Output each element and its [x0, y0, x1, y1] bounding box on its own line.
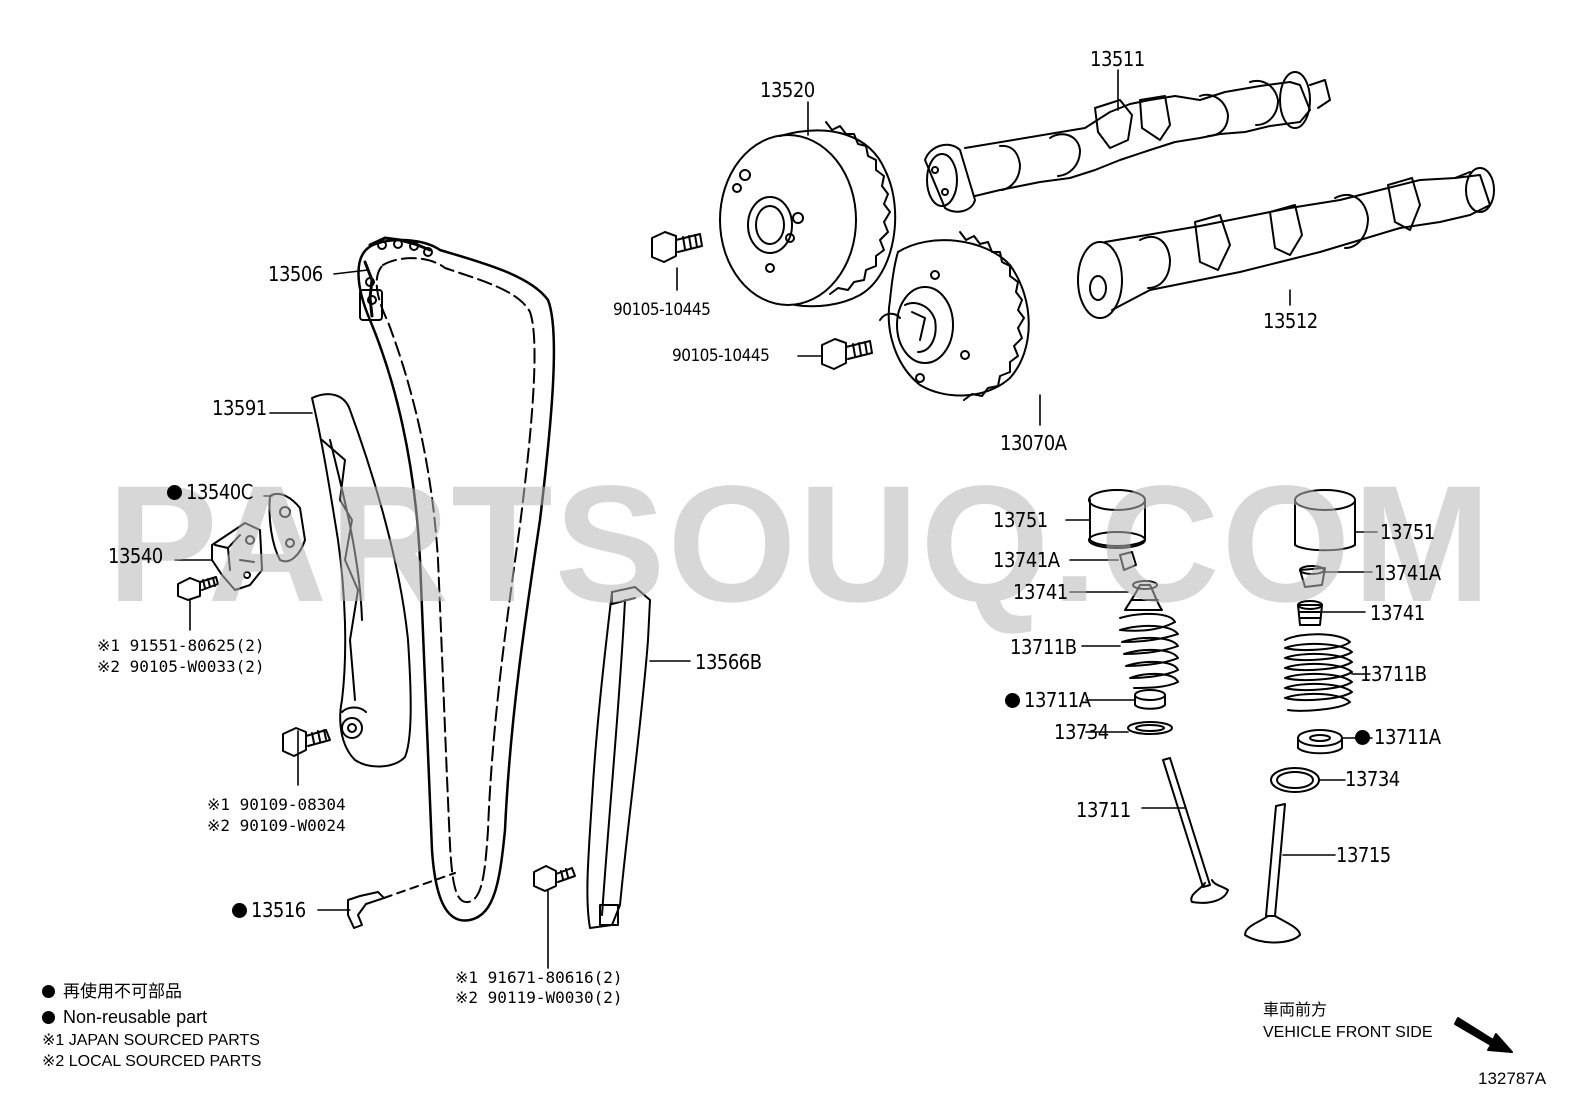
legend-japan-sourced: ※1 JAPAN SOURCED PARTS: [42, 1032, 260, 1049]
part-label-13070A[interactable]: 13070A: [1000, 431, 1067, 455]
part-label-13591[interactable]: 13591: [212, 396, 267, 420]
gear-bolt-upper: [651, 231, 703, 263]
non-reusable-dot-icon: [1355, 730, 1370, 745]
diagram-code: 132787A: [1478, 1069, 1547, 1088]
non-reusable-dot-icon: [42, 985, 55, 998]
part-label-13741-right[interactable]: 13741: [1370, 601, 1425, 625]
valve-seat-left: [1134, 689, 1166, 710]
valve-lifter-left: [1088, 489, 1146, 549]
part-label-13540C[interactable]: 13540C: [167, 482, 253, 502]
legend-non-reusable-jp-text: 再使用不可部品: [63, 982, 182, 1001]
part-label-13520[interactable]: 13520: [760, 78, 815, 102]
camshaft-timing-gear-exhaust: [879, 231, 1030, 401]
valve-keeper-left: [1119, 551, 1137, 571]
legend-non-reusable-en: Non-reusable part: [42, 1008, 207, 1026]
bolt-note-line-2[interactable]: ※2 90105-W0033(2): [97, 657, 265, 676]
part-label-13741-left[interactable]: 13741: [1013, 580, 1068, 604]
part-label-13512[interactable]: 13512: [1263, 309, 1318, 333]
part-label-90105-10445-upper[interactable]: 90105-10445: [613, 300, 711, 320]
valve-retainer-left: [1124, 580, 1163, 611]
valve-retainer-right: [1297, 600, 1323, 626]
non-reusable-dot-icon: [42, 1011, 55, 1024]
bolt-note-line-1[interactable]: ※1 91551-80625(2): [97, 636, 265, 655]
part-label-13751-right[interactable]: 13751: [1380, 520, 1435, 544]
part-label-13741A-left[interactable]: 13741A: [993, 548, 1060, 572]
oil-jet: [347, 872, 456, 929]
part-label-13540C-text: 13540C: [186, 480, 253, 504]
guide-bolt: [282, 727, 331, 757]
part-label-90105-10445-lower[interactable]: 90105-10445: [672, 346, 770, 366]
watermark: PARTSOUQ.COM: [107, 452, 1493, 637]
part-label-13711A-left[interactable]: 13711A: [1005, 690, 1091, 710]
camshaft-exhaust: [1077, 167, 1495, 319]
part-label-13741A-right[interactable]: 13741A: [1374, 561, 1441, 585]
valve-keeper-right: [1299, 565, 1326, 588]
part-label-13711B-right[interactable]: 13711B: [1360, 662, 1427, 686]
non-reusable-dot-icon: [1005, 693, 1020, 708]
part-label-13751-left[interactable]: 13751: [993, 508, 1048, 532]
part-label-13711B-left[interactable]: 13711B: [1010, 635, 1077, 659]
bolt-note-line-3[interactable]: ※1 90109-08304: [207, 795, 346, 814]
chain-guide: [586, 586, 651, 929]
camshaft-timing-gear-intake: [719, 121, 897, 308]
chain-tensioner: [211, 492, 306, 591]
valve-spring-left: [1119, 612, 1179, 689]
valve-intake: [1162, 757, 1229, 904]
valve-spring-right: [1284, 633, 1353, 712]
part-label-13516-text: 13516: [251, 898, 306, 922]
legend-non-reusable-jp: 再使用不可部品: [42, 983, 182, 1000]
part-label-13516[interactable]: 13516: [232, 900, 306, 920]
guide-bolt-right: [533, 865, 576, 892]
part-label-13711A-right[interactable]: 13711A: [1355, 727, 1441, 747]
part-label-13540[interactable]: 13540: [108, 544, 163, 568]
front-label-jp: 車両前方: [1263, 1002, 1328, 1019]
camshaft-intake: [924, 71, 1331, 213]
valve-seat-right: [1297, 729, 1343, 755]
non-reusable-dot-icon: [232, 903, 247, 918]
part-label-13566B[interactable]: 13566B: [695, 650, 762, 674]
gear-bolt-lower: [821, 338, 873, 370]
part-label-13715[interactable]: 13715: [1336, 843, 1391, 867]
legend-local-sourced: ※2 LOCAL SOURCED PARTS: [42, 1053, 262, 1070]
part-label-13734-left[interactable]: 13734: [1054, 720, 1109, 744]
valve-washer-left: [1127, 721, 1173, 735]
timing-chain: [357, 236, 556, 922]
bolt-note-line-4[interactable]: ※2 90109-W0024: [207, 816, 346, 835]
valve-exhaust: [1244, 803, 1301, 944]
chain-slipper-guide: [311, 393, 412, 768]
bolt-note-line-6[interactable]: ※2 90119-W0030(2): [455, 988, 623, 1007]
legend-non-reusable-en-text: Non-reusable part: [63, 1007, 208, 1027]
part-label-13506[interactable]: 13506: [268, 262, 323, 286]
tensioner-bolt: [177, 576, 219, 601]
part-label-13711A-right-text: 13711A: [1374, 725, 1441, 749]
leader-lines: [174, 69, 1378, 969]
part-label-13734-right[interactable]: 13734: [1345, 767, 1400, 791]
part-label-13711A-left-text: 13711A: [1024, 688, 1091, 712]
valve-lifter-right: [1294, 489, 1356, 552]
part-label-13711[interactable]: 13711: [1076, 798, 1131, 822]
part-label-13511[interactable]: 13511: [1090, 47, 1145, 71]
valve-washer-right: [1270, 767, 1320, 793]
front-direction-arrow-icon: [1454, 1017, 1513, 1053]
front-label-en: VEHICLE FRONT SIDE: [1263, 1024, 1433, 1041]
bolt-note-line-5[interactable]: ※1 91671-80616(2): [455, 968, 623, 987]
non-reusable-dot-icon: [167, 485, 182, 500]
